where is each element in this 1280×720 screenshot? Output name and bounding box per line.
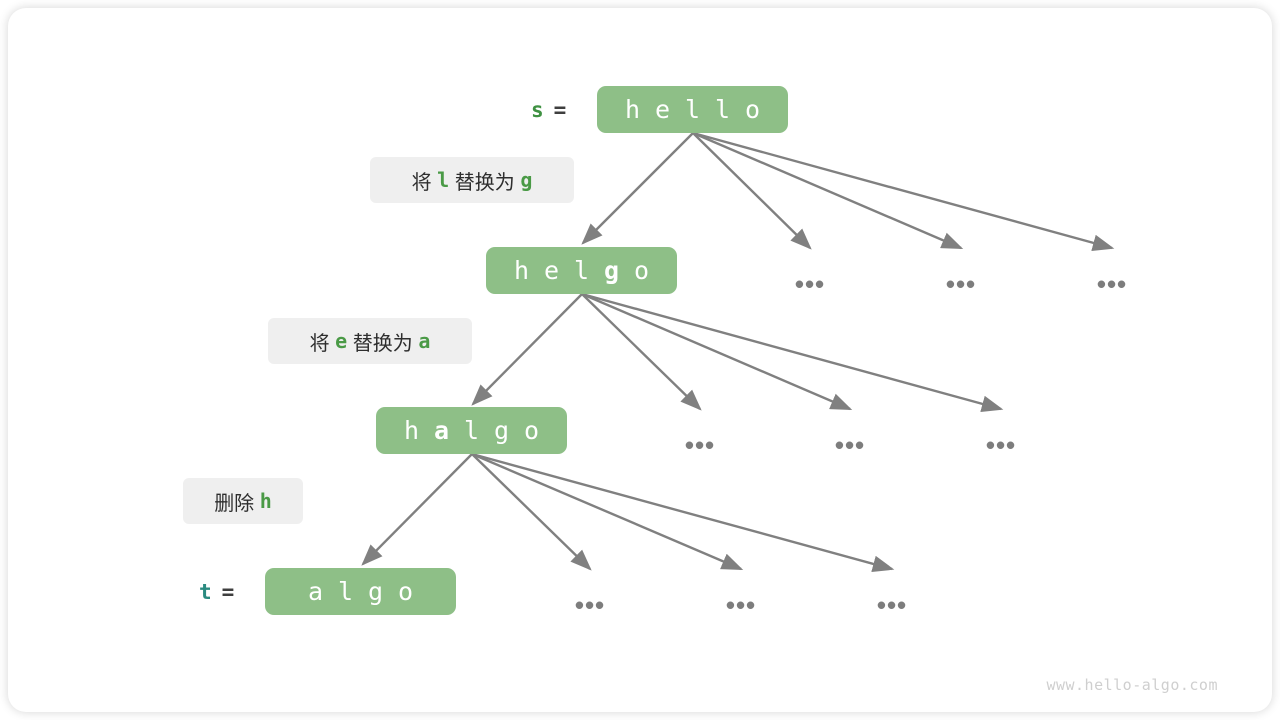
node-char: o <box>523 416 540 445</box>
node-char: a <box>307 577 324 606</box>
ellipsis-dots: ••• <box>725 590 757 620</box>
variable-label-s: s= <box>531 98 566 122</box>
op-replace-e-a: 将 e 替换为 a <box>268 318 472 364</box>
op-token: g <box>520 168 533 192</box>
op-token: l <box>437 168 450 192</box>
node-char: h <box>403 416 420 445</box>
op-token: e <box>335 329 348 353</box>
node-char: l <box>714 95 731 124</box>
node-char: o <box>744 95 761 124</box>
node-char: o <box>633 256 650 285</box>
node-char: o <box>397 577 414 606</box>
node-char: e <box>543 256 560 285</box>
ellipsis-dots: ••• <box>985 430 1017 460</box>
node-char: g <box>493 416 510 445</box>
ellipsis-dots: ••• <box>1096 269 1128 299</box>
op-replace-l-g: 将 l 替换为 g <box>370 157 574 203</box>
node-char: l <box>684 95 701 124</box>
node-char: l <box>463 416 480 445</box>
node-char: g <box>603 256 620 285</box>
ellipsis-dots: ••• <box>684 430 716 460</box>
op-text: 替换为 <box>454 171 515 194</box>
node-char: a <box>433 416 450 445</box>
ellipsis-dots: ••• <box>834 430 866 460</box>
ellipsis-dots: ••• <box>945 269 977 299</box>
op-text: 将 <box>411 171 432 194</box>
op-text: 将 <box>309 332 330 355</box>
ellipsis-dots: ••• <box>876 590 908 620</box>
ellipsis-dots: ••• <box>574 590 606 620</box>
watermark: www.hello-algo.com <box>1046 676 1218 694</box>
op-token: h <box>259 489 272 513</box>
variable-label-t: t= <box>199 580 234 604</box>
op-text: 删除 <box>214 492 255 515</box>
ellipsis-dots: ••• <box>794 269 826 299</box>
op-delete-h: 删除 h <box>183 478 303 524</box>
op-text: 替换为 <box>352 332 413 355</box>
variable-name: t <box>199 580 212 604</box>
node-char: e <box>654 95 671 124</box>
equals-sign: = <box>553 98 567 122</box>
node-char: l <box>337 577 354 606</box>
node-char: h <box>624 95 641 124</box>
variable-name: s <box>531 98 544 122</box>
node-char: h <box>513 256 530 285</box>
op-token: a <box>418 329 431 353</box>
node-char: l <box>573 256 590 285</box>
node-char: g <box>367 577 384 606</box>
equals-sign: = <box>221 580 235 604</box>
